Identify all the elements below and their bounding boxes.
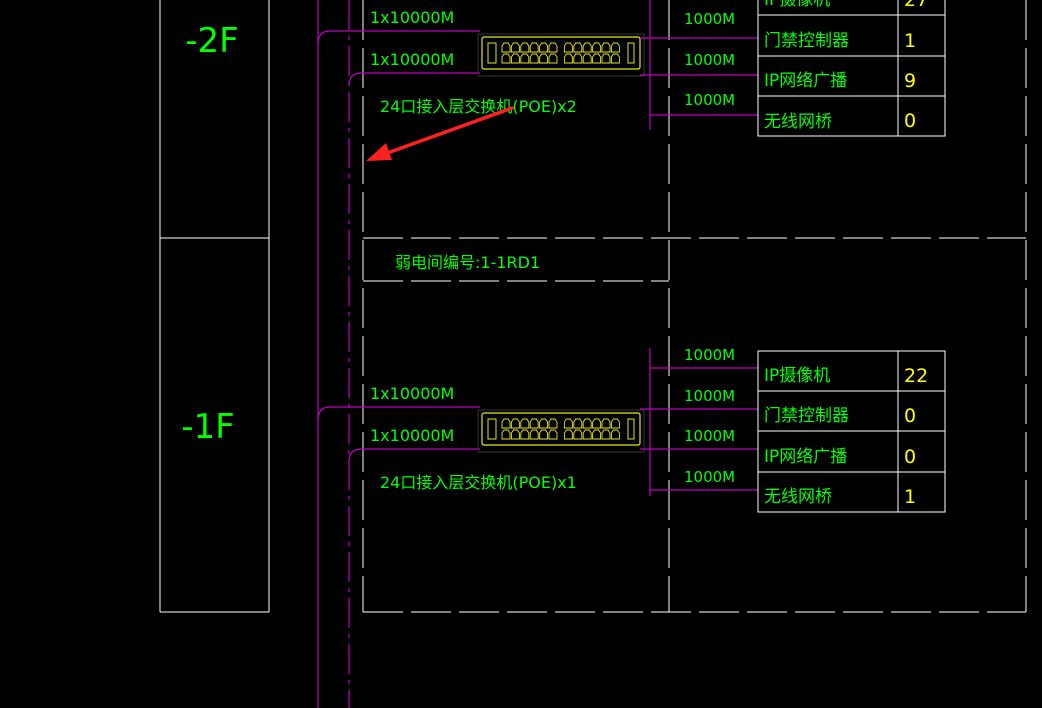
port-speed-label: 1000M bbox=[684, 346, 735, 364]
lower-section: 1x10000M 1x10000M 24口接入层交换机(POE)x1 1000M… bbox=[317, 346, 946, 513]
device-name: 无线网桥 bbox=[764, 487, 832, 507]
uplink-label: 1x10000M bbox=[370, 426, 454, 445]
device-count: 1 bbox=[904, 486, 916, 508]
device-count: 22 bbox=[904, 365, 928, 387]
floor-label-f2: -2F bbox=[185, 21, 238, 61]
device-name: 门禁控制器 bbox=[764, 406, 849, 426]
switch-label: 24口接入层交换机(POE)x1 bbox=[380, 473, 577, 492]
floor-frame bbox=[159, 0, 270, 613]
device-name: 门禁控制器 bbox=[764, 31, 849, 51]
uplink-label: 1x10000M bbox=[370, 384, 454, 403]
switch-icon[interactable] bbox=[477, 409, 645, 453]
port-speed-label: 1000M bbox=[684, 91, 735, 109]
device-count: 9 bbox=[904, 70, 916, 92]
uplink-label: 1x10000M bbox=[370, 50, 454, 69]
lower-uplinks bbox=[317, 406, 480, 463]
device-table: IP摄像机 27 门禁控制器 1 IP网络广播 9 无线网桥 0 bbox=[757, 0, 946, 137]
switch-icon[interactable] bbox=[477, 33, 645, 77]
telecom-room-frame bbox=[363, 0, 1027, 613]
device-count: 1 bbox=[904, 30, 916, 52]
upper-section: 1x10000M 1x10000M 24口接入层交换机(POE)x2 1000M… bbox=[317, 0, 946, 137]
port-links bbox=[640, 348, 758, 496]
riser-lines bbox=[317, 0, 364, 708]
device-name: IP摄像机 bbox=[764, 0, 830, 10]
port-speed-label: 1000M bbox=[684, 387, 735, 405]
switch-label: 24口接入层交换机(POE)x2 bbox=[380, 97, 577, 116]
floor-label-f1: -1F bbox=[181, 407, 234, 447]
device-count: 0 bbox=[904, 110, 916, 132]
port-links bbox=[640, 0, 758, 130]
device-name: IP网络广播 bbox=[764, 447, 847, 467]
annotation-arrow bbox=[366, 106, 514, 161]
device-name: 无线网桥 bbox=[764, 112, 832, 132]
port-speed-label: 1000M bbox=[684, 427, 735, 445]
port-speed-label: 1000M bbox=[684, 10, 735, 28]
port-speed-label: 1000M bbox=[684, 468, 735, 486]
device-count: 0 bbox=[904, 446, 916, 468]
room-number-label: 弱电间编号:1-1RD1 bbox=[395, 253, 540, 272]
device-name: IP网络广播 bbox=[764, 71, 847, 91]
device-count: 27 bbox=[904, 0, 928, 11]
device-count: 0 bbox=[904, 405, 916, 427]
upper-uplinks bbox=[317, 30, 480, 87]
port-speed-label: 1000M bbox=[684, 51, 735, 69]
uplink-label: 1x10000M bbox=[370, 8, 454, 27]
device-table: IP摄像机 22 门禁控制器 0 IP网络广播 0 无线网桥 1 bbox=[757, 350, 946, 513]
device-name: IP摄像机 bbox=[764, 366, 830, 386]
